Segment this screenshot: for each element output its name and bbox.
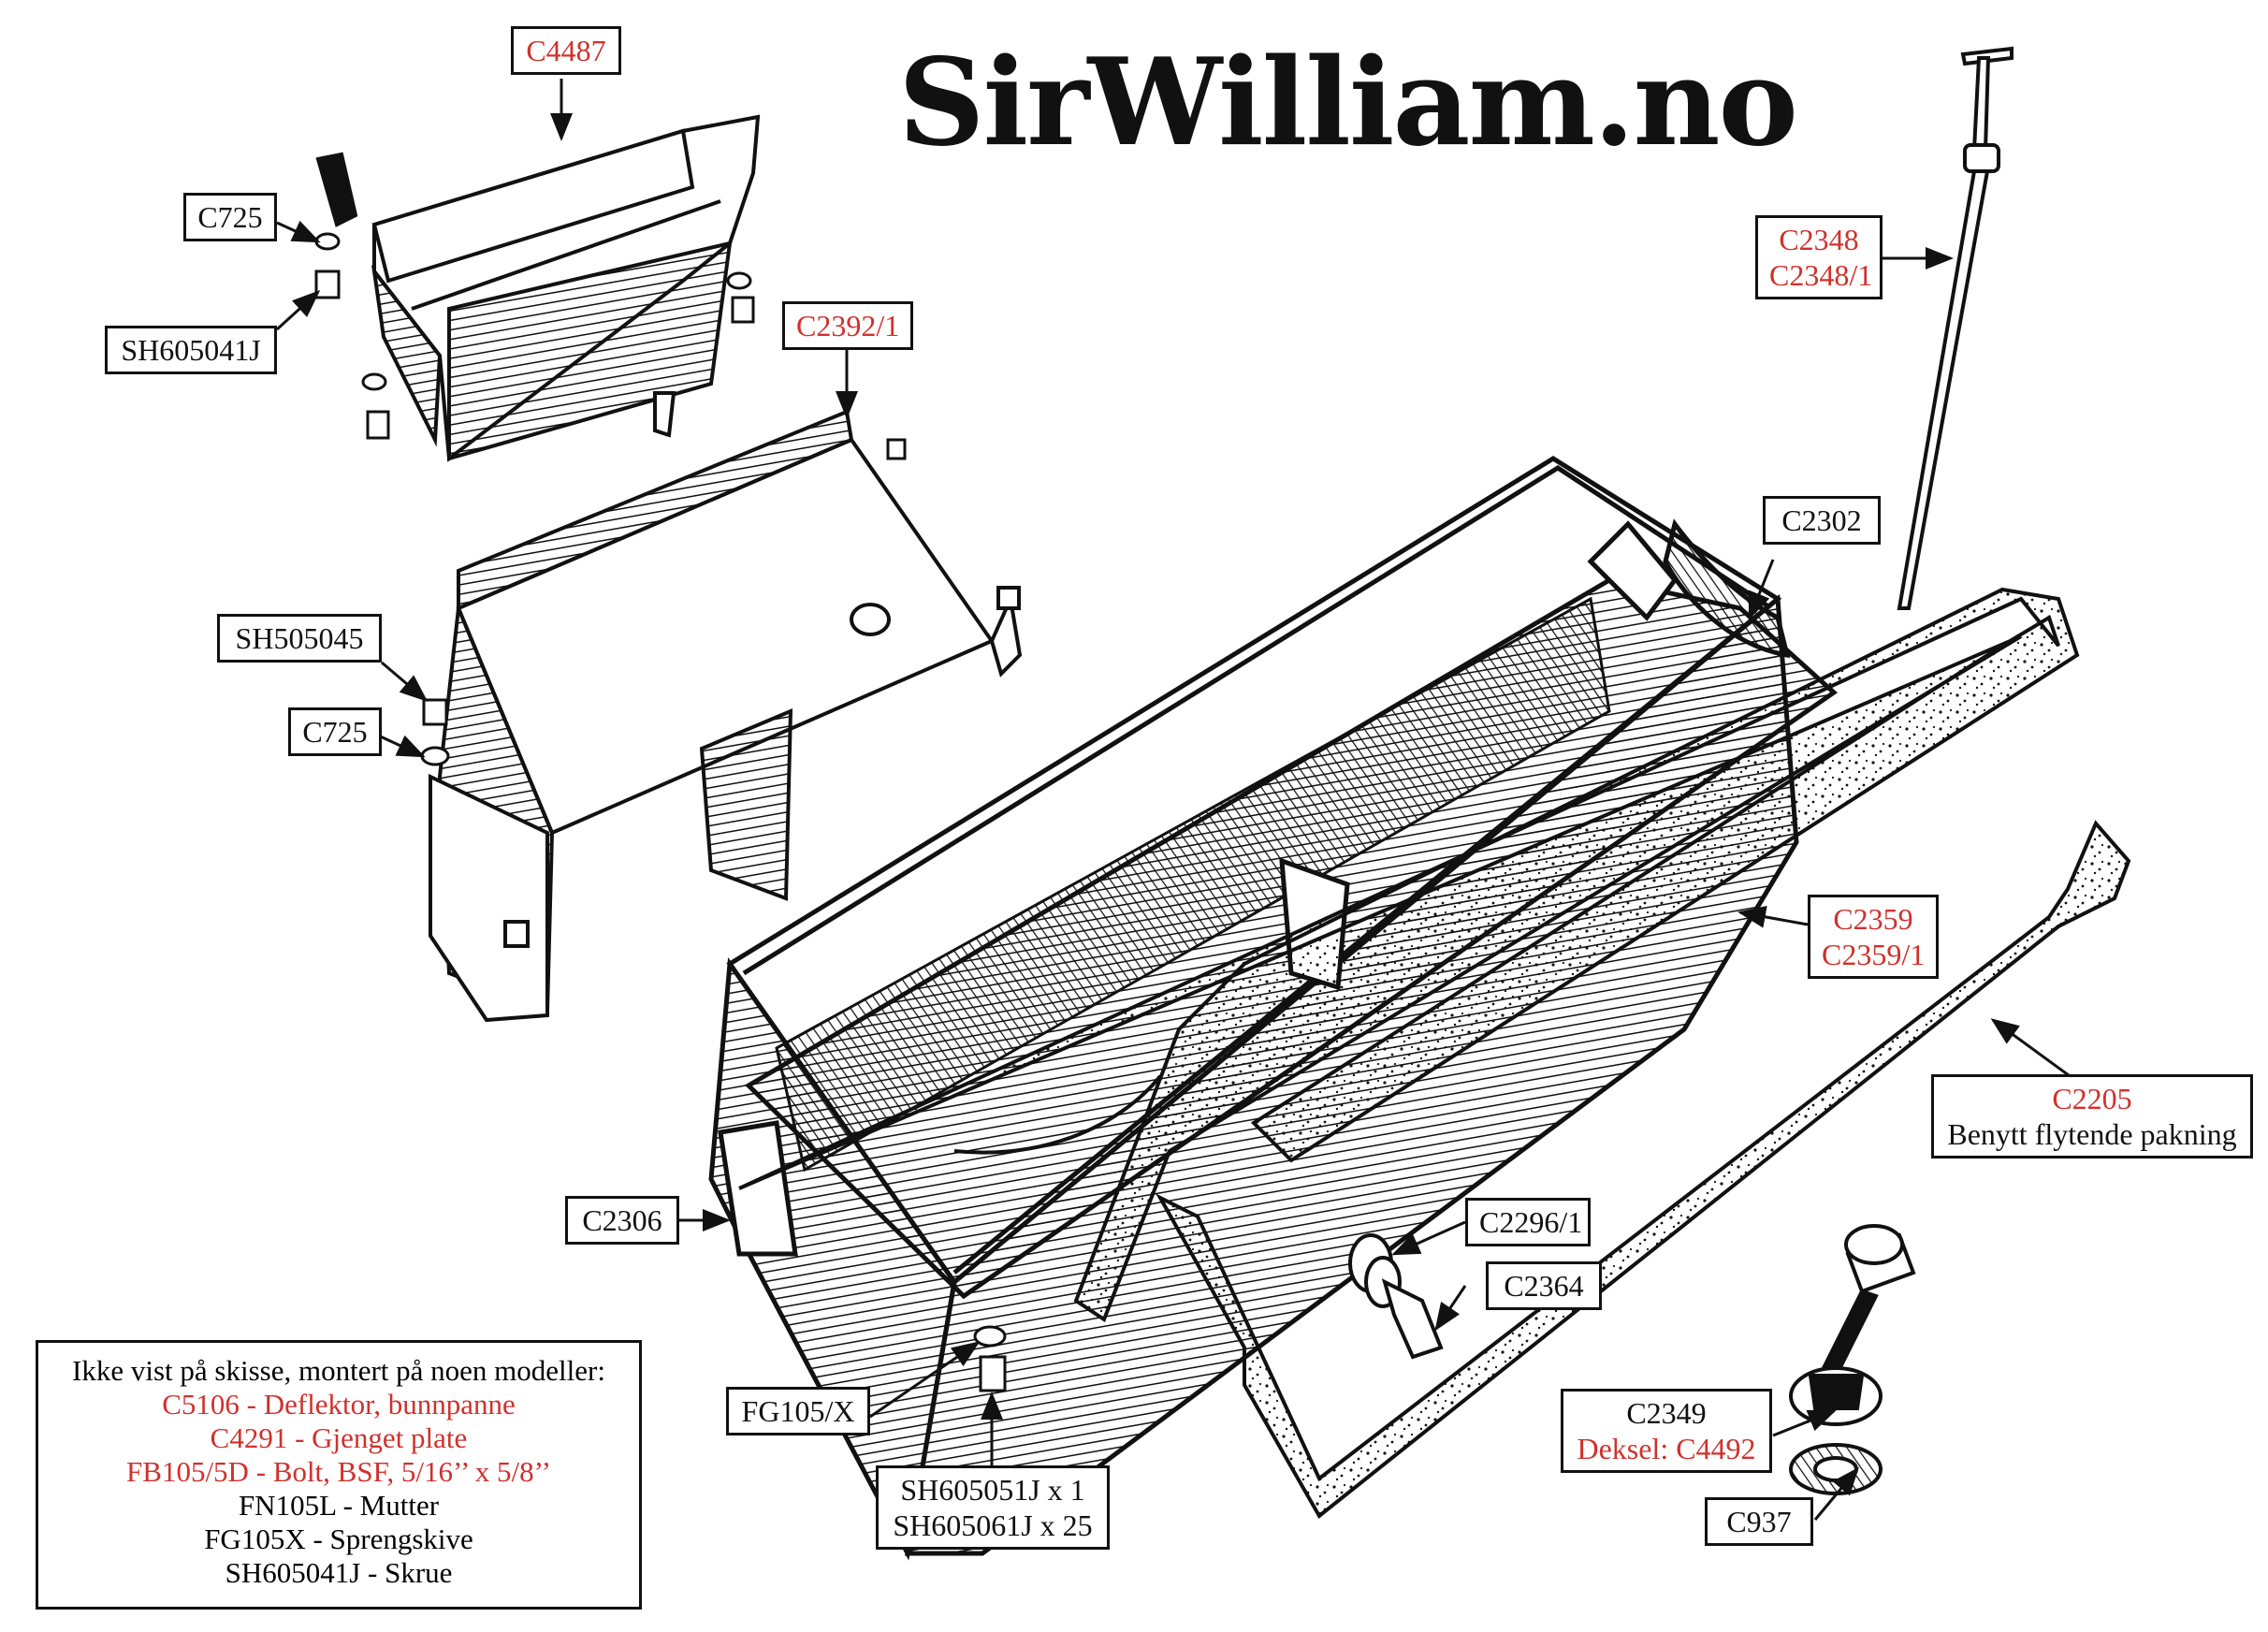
not-shown-parts-note: Ikke vist på skisse, montert på noen mod… [36, 1340, 642, 1610]
label-c2349: C2349 Deksel: C4492 [1561, 1389, 1772, 1473]
leader-lines [275, 79, 2073, 1521]
label-c2306: C2306 [565, 1196, 679, 1245]
note-item: FB105/5D - Bolt, BSF, 5/16’’ x 5/8’’ [126, 1455, 551, 1488]
label-c725-top: C725 [183, 193, 277, 241]
note-item: SH605041J - Skrue [225, 1556, 453, 1589]
label-sh505045: SH505045 [217, 614, 382, 663]
label-c4487: C4487 [511, 26, 621, 75]
note-heading: Ikke vist på skisse, montert på noen mod… [72, 1354, 605, 1387]
label-sh605041j: SH605041J [105, 326, 277, 374]
baffle-c4487-drawing [315, 114, 761, 462]
label-sh605051j: SH605051J x 1 SH605061J x 25 [876, 1465, 1110, 1550]
label-c937: C937 [1705, 1497, 1813, 1546]
bolt-fg105-drawing [973, 1325, 1007, 1392]
label-c2392-1: C2392/1 [782, 301, 913, 350]
label-c2348: C2348 C2348/1 [1755, 215, 1883, 299]
label-c2205: C2205 Benytt flytende pakning [1931, 1074, 2253, 1158]
filler-cap-drawing [1789, 1224, 1916, 1495]
note-item: FN105L - Mutter [238, 1489, 440, 1522]
note-item: C4291 - Gjenget plate [210, 1421, 468, 1454]
note-item: C5106 - Deflektor, bunnpanne [162, 1388, 516, 1421]
drain-plug-drawing [1348, 1233, 1444, 1360]
brand-logo-text: SirWilliam.no [898, 33, 1798, 173]
label-c2364: C2364 [1486, 1261, 1602, 1310]
label-fg105x: FG105/X [726, 1387, 870, 1435]
label-c2359: C2359 C2359/1 [1808, 895, 1939, 979]
gasket-c2359-drawing [738, 587, 2080, 1323]
baffle-c2392-drawing [429, 409, 1023, 1023]
note-item: FG105X - Sprengskive [204, 1523, 473, 1555]
dipstick-drawing [1897, 46, 2014, 610]
label-c2296-1: C2296/1 [1465, 1198, 1591, 1246]
gasket-c2205-drawing [1156, 820, 2131, 1520]
label-c725-mid: C725 [288, 707, 382, 756]
label-c2302: C2302 [1763, 496, 1881, 545]
